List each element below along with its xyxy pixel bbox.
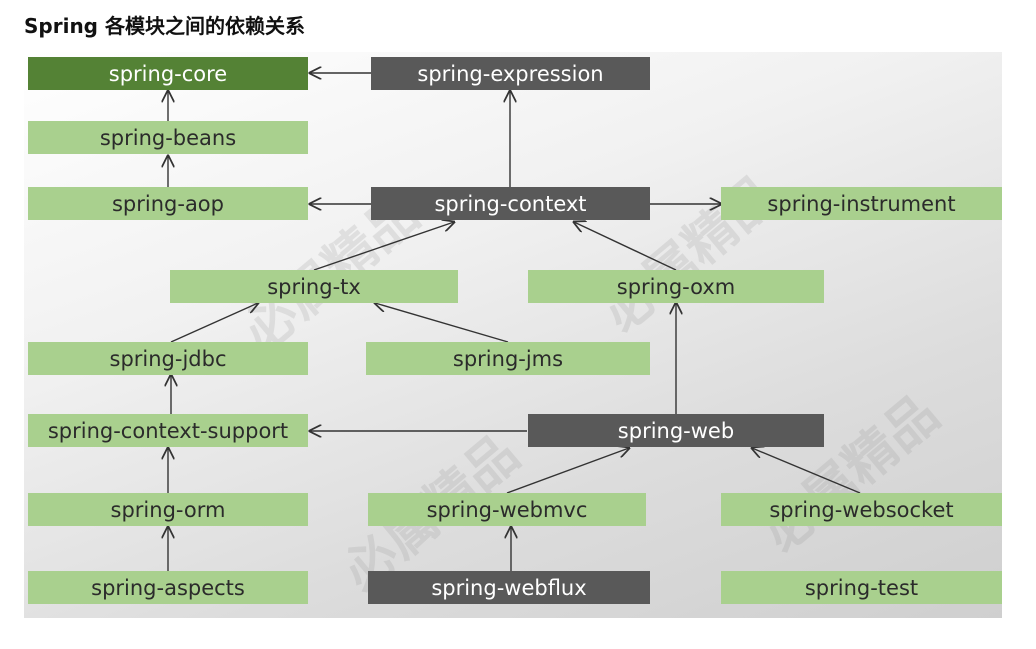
module-spring-jms: spring-jms	[366, 342, 650, 375]
module-spring-orm: spring-orm	[28, 493, 308, 526]
module-spring-beans: spring-beans	[28, 121, 308, 154]
arrow-oxm-to-context	[574, 222, 677, 271]
page-title: Spring 各模块之间的依赖关系	[24, 14, 305, 38]
module-spring-instrument: spring-instrument	[721, 187, 1002, 220]
arrow-jms-to-tx	[375, 303, 509, 343]
arrow-webmvc-to-web	[506, 448, 629, 494]
module-spring-core: spring-core	[28, 57, 308, 90]
dependency-arrows	[24, 52, 861, 571]
module-spring-webmvc: spring-webmvc	[368, 493, 646, 526]
module-spring-web: spring-web	[528, 414, 824, 447]
dependency-diagram: 必属精品 必属精品 必属精品 必属精品	[24, 52, 1002, 618]
module-spring-context: spring-context	[371, 187, 650, 220]
arrow-websocket-to-web	[752, 448, 861, 494]
module-spring-oxm: spring-oxm	[528, 270, 824, 303]
module-spring-jdbc: spring-jdbc	[28, 342, 308, 375]
module-spring-expression: spring-expression	[371, 57, 650, 90]
arrow-jdbc-to-tx	[170, 303, 258, 343]
module-spring-context-support: spring-context-support	[28, 414, 308, 447]
module-spring-websocket: spring-websocket	[721, 493, 1002, 526]
arrow-tx-to-context	[313, 222, 454, 271]
module-spring-aspects: spring-aspects	[28, 571, 308, 604]
module-spring-tx: spring-tx	[170, 270, 458, 303]
module-spring-test: spring-test	[721, 571, 1002, 604]
module-spring-aop: spring-aop	[28, 187, 308, 220]
module-spring-webflux: spring-webflux	[368, 571, 650, 604]
